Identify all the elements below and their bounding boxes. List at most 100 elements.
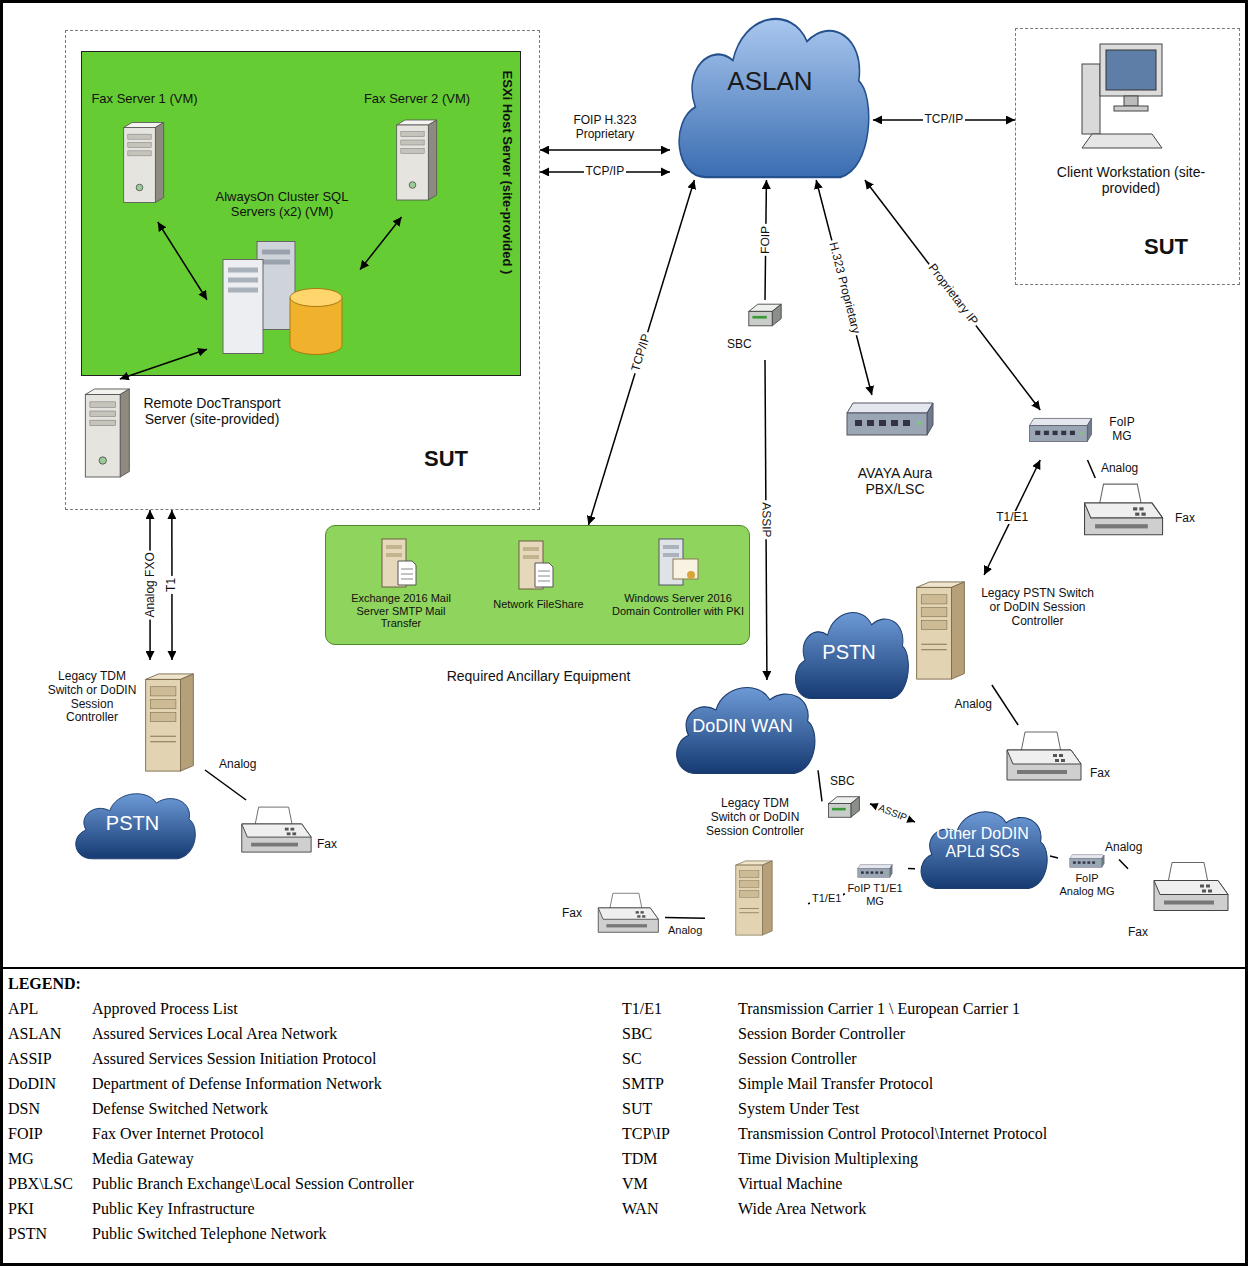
connector	[665, 917, 705, 919]
fax-icon	[1085, 484, 1163, 535]
connector-label: T1/E1	[994, 511, 1030, 525]
legend-abbreviation: PKI	[8, 1200, 34, 1218]
legend-abbreviation: SUT	[622, 1100, 652, 1118]
connector-label: TCP/IP	[584, 165, 627, 179]
legend-abbreviation: FOIP	[8, 1125, 43, 1143]
node-label: Fax	[562, 907, 590, 921]
node-label: Other DoDIN APLd SCs	[923, 825, 1042, 862]
legend-definition: Defense Switched Network	[92, 1100, 268, 1118]
connector-label: FOIP H.323 Proprietary	[553, 114, 657, 142]
connector-label: H.323 Proprietary	[825, 238, 863, 336]
node-label: AVAYA Aura PBX/LSC	[835, 465, 955, 497]
legend-definition: Virtual Machine	[738, 1175, 842, 1193]
connector	[1119, 860, 1128, 869]
legend-abbreviation: APL	[8, 1000, 38, 1018]
workstation-icon	[1082, 44, 1162, 148]
node-label: Legacy TDM Switch or DoDIN Session Contr…	[705, 797, 805, 838]
fax-server: Fax Server 2 (VM)	[362, 92, 475, 217]
session-border-controller: SBC	[822, 775, 870, 823]
legend-definition: Session Border Controller	[738, 1025, 905, 1043]
legend-definition: Wide Area Network	[738, 1200, 866, 1218]
node-label: Legacy PSTN Switch or DoDIN Session Cont…	[975, 587, 1100, 628]
switch-icon	[736, 861, 772, 935]
legacy-switch: Legacy TDM Switch or DoDIN Session Contr…	[705, 795, 808, 940]
fax-machine: Fax	[1000, 725, 1121, 795]
gateway-icon	[1029, 418, 1091, 441]
legacy-switch: Legacy TDM Switch or DoDIN Session Contr…	[40, 660, 205, 785]
legend-heading: LEGEND:	[8, 975, 81, 993]
legend-abbreviation: DoDIN	[8, 1075, 56, 1093]
network-cloud: DoDIN WAN	[670, 680, 818, 775]
legend-definition: Assured Services Local Area Network	[92, 1025, 337, 1043]
connector-label: Analog	[953, 698, 994, 712]
gateway-icon	[858, 865, 892, 878]
legend-definition: Fax Over Internet Protocol	[92, 1125, 264, 1143]
connector	[205, 770, 246, 800]
legend-definition: Transmission Carrier 1 \ European Carrie…	[738, 1000, 1020, 1018]
doc-transport-server: Remote DocTransport Server (site-provide…	[73, 379, 286, 489]
switch-icon	[146, 674, 194, 771]
connector	[984, 460, 1040, 575]
legend-abbreviation: VM	[622, 1175, 648, 1193]
connector	[865, 180, 1040, 410]
legend-divider	[0, 967, 1248, 969]
legend-abbreviation: TCP\IP	[622, 1125, 670, 1143]
file-share: Network FileShare	[476, 534, 604, 641]
node-label: FoIP Analog MG	[1058, 872, 1116, 897]
session-border-controller: SBC	[725, 300, 805, 360]
fax-machine: Fax	[1128, 858, 1240, 948]
cloud-outline	[679, 19, 869, 177]
node-label: ASLAN	[670, 67, 870, 97]
fax-icon	[1007, 732, 1081, 780]
connector	[992, 685, 1018, 725]
node-label: PSTN	[70, 812, 195, 835]
network-cloud: ASLAN	[670, 5, 873, 180]
fax-icon	[242, 807, 311, 852]
connector	[589, 180, 695, 525]
fax-machine: Fax	[560, 885, 665, 950]
connector-label: ASSIP	[759, 500, 773, 539]
media-gateway: FoIP MG	[1020, 410, 1155, 460]
connector-label: FOIP	[759, 224, 773, 256]
pbx: AVAYA Aura PBX/LSC	[835, 395, 958, 510]
connector	[1050, 856, 1058, 858]
legacy-switch: Legacy PSTN Switch or DoDIN Session Cont…	[910, 575, 1105, 685]
legend-abbreviation: MG	[8, 1150, 34, 1168]
legend-definition: Session Controller	[738, 1050, 857, 1068]
node-label: Exchange 2016 Mail Server SMTP Mail Tran…	[336, 592, 466, 630]
node-label: Client Workstation (site-provided)	[1041, 164, 1221, 196]
legend-definition: System Under Test	[738, 1100, 859, 1118]
legend-definition: Simple Mail Transfer Protocol	[738, 1075, 933, 1093]
legend-abbreviation: PSTN	[8, 1225, 47, 1243]
sql-cluster: AlwaysOn Cluster SQL Servers (x2) (VM)	[207, 190, 360, 367]
legend-abbreviation: SBC	[622, 1025, 652, 1043]
server-icon	[85, 389, 129, 477]
legend-abbreviation: T1/E1	[622, 1000, 662, 1018]
legend-abbreviation: PBX\LSC	[8, 1175, 73, 1193]
node-label: DoDIN WAN	[670, 716, 815, 737]
connector-label: TCP/IP	[628, 330, 654, 375]
legend-abbreviation: WAN	[622, 1200, 658, 1218]
legend-abbreviation: ASLAN	[8, 1025, 61, 1043]
connector-label: T1/E1	[810, 892, 843, 905]
node-label: Windows Server 2016 Domain Controller wi…	[608, 592, 748, 617]
legend-definition: Public Key Infrastructure	[92, 1200, 255, 1218]
node-label: Required Ancillary Equipment	[326, 668, 751, 684]
connector-label: TCP/IP	[923, 113, 966, 127]
fax-machine: Fax	[235, 800, 346, 870]
fax-server: Fax Server 1 (VM)	[87, 92, 205, 222]
connector-label: Analog	[1099, 462, 1140, 476]
node-label: FoIP MG	[1105, 416, 1139, 444]
node-label: Remote DocTransport Server (site-provide…	[141, 395, 283, 427]
connector-label: ASSIP	[875, 801, 910, 824]
client-workstation: Client Workstation (site-provided)	[1041, 39, 1224, 204]
node-label: Fax	[1175, 512, 1205, 526]
connector-label: Analog	[666, 924, 704, 937]
legend-definition: Public Switched Telephone Network	[92, 1225, 327, 1243]
pbx-icon	[847, 403, 933, 435]
network-cloud: Other DoDIN APLd SCs	[915, 805, 1050, 890]
fax-machine: Fax	[1075, 478, 1210, 543]
media-gateway: FoIP Analog MG	[1058, 850, 1119, 930]
